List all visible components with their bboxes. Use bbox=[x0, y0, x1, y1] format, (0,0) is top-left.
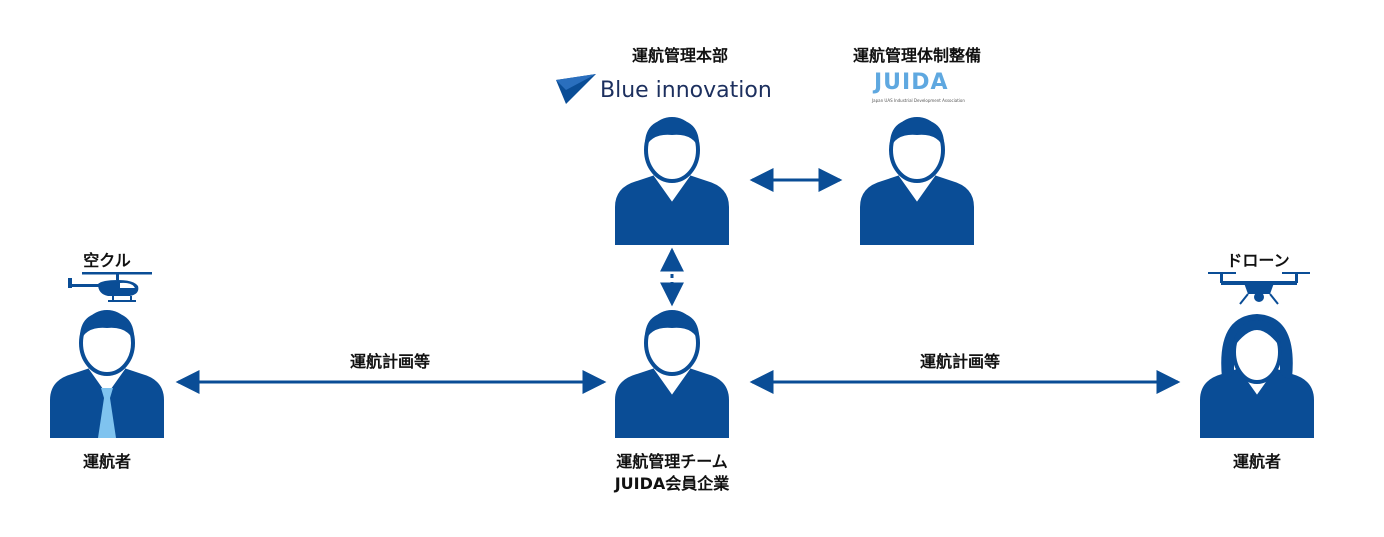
right-operator-caption: 運航者 bbox=[1232, 452, 1281, 471]
right-arrow-label: 運航計画等 bbox=[919, 352, 1000, 371]
left-arrow-label: 運航計画等 bbox=[349, 352, 430, 371]
hq-heading: 運航管理本部 bbox=[631, 46, 728, 65]
center-caption-team: 運航管理チーム bbox=[616, 452, 728, 471]
helicopter-icon bbox=[68, 270, 154, 306]
paper-plane-icon bbox=[556, 74, 596, 104]
juida-logo: JUIDA bbox=[874, 70, 949, 95]
left-operator-caption: 運航者 bbox=[82, 452, 131, 471]
left-operator-icon bbox=[50, 308, 164, 438]
blue-innovation-logo-text: Blue innovation bbox=[600, 78, 772, 103]
blue-innovation-logo bbox=[556, 74, 598, 106]
juida-person-icon bbox=[860, 115, 974, 245]
drone-icon bbox=[1206, 270, 1312, 306]
drone-heading: ドローン bbox=[1226, 251, 1290, 270]
right-operator-icon bbox=[1200, 308, 1314, 438]
hq-person-icon bbox=[615, 115, 729, 245]
juida-logo-subtext: Japan UAS Industrial Development Associa… bbox=[872, 98, 965, 103]
air-mobility-heading: 空クル bbox=[83, 251, 131, 270]
system-heading: 運航管理体制整備 bbox=[852, 46, 981, 65]
center-caption-members: JUIDA会員企業 bbox=[614, 474, 730, 493]
center-person-icon bbox=[615, 308, 729, 438]
